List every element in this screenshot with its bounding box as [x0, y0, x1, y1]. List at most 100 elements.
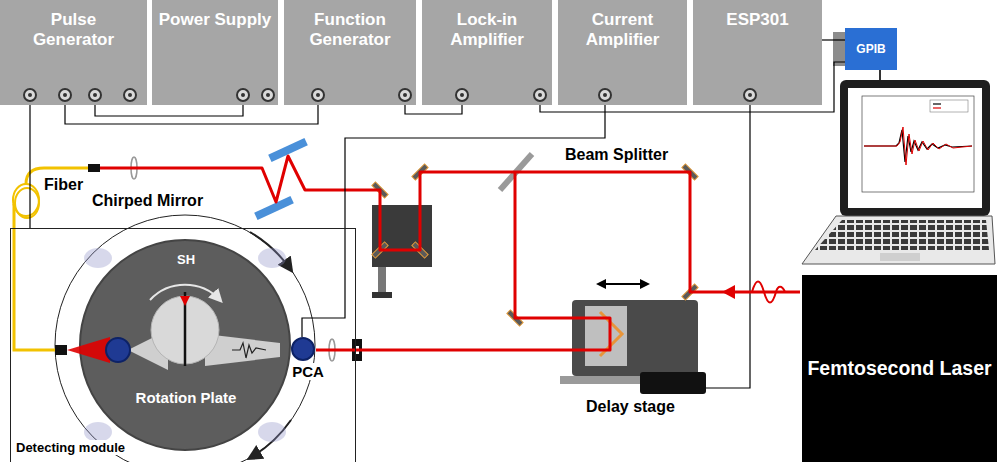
emitter-part — [106, 338, 130, 362]
delay-stage-part — [560, 376, 645, 384]
bnc-jack — [312, 89, 324, 101]
laptop-part — [933, 107, 941, 108]
motor-cable — [706, 105, 750, 388]
instrument-name: Function Generator — [294, 10, 406, 50]
rotation-plate-part — [84, 422, 112, 442]
part-label: Beam Splitter — [565, 146, 668, 164]
bnc-jack — [89, 89, 101, 101]
module-name: Detecting module — [14, 440, 127, 455]
laptop-part — [840, 80, 990, 216]
bnc-pin — [266, 93, 270, 97]
part-label: Chirped Mirror — [92, 192, 203, 210]
laptop-part — [880, 253, 920, 261]
laptop-part — [815, 220, 989, 250]
bnc-jack — [399, 89, 411, 101]
rotation-plate-part — [250, 232, 291, 270]
laser-box: Femtosecond Laser — [802, 275, 997, 462]
detector-name: PCA — [290, 363, 326, 380]
periscope-part — [378, 267, 386, 295]
periscope-part — [372, 292, 392, 298]
laser-beam-part — [752, 282, 785, 303]
fiber-part — [14, 204, 55, 350]
laptop-part — [864, 127, 972, 165]
rotation-plate-part — [258, 422, 286, 442]
bnc-pin — [460, 93, 464, 97]
delay-stage-part — [640, 372, 706, 394]
delay-stage-part — [604, 283, 642, 285]
pca-detector: PCA — [283, 337, 333, 387]
signal-cable — [822, 39, 845, 40]
delay-stage-part — [572, 300, 698, 376]
fiber — [13, 164, 100, 355]
bnc-jack — [59, 89, 71, 101]
bnc-pin — [403, 93, 407, 97]
signal-cable — [95, 105, 243, 116]
rotation-plate-part — [232, 343, 266, 358]
bnc-jack — [124, 89, 136, 101]
bnc-pin — [538, 93, 542, 97]
instrument-box: ESP301 — [693, 0, 822, 105]
rotation-plate-part — [258, 248, 286, 268]
rotation-plate-part — [250, 420, 291, 458]
rotation-plate-part — [55, 215, 315, 462]
part-label: Fiber — [44, 176, 83, 194]
bnc-pin — [28, 93, 32, 97]
instrument-name: Pulse Generator — [18, 10, 130, 50]
fiber-part — [88, 164, 100, 172]
rotation-plate-part — [180, 296, 190, 306]
delay-stage-part — [596, 279, 606, 289]
signal-cable — [29, 105, 30, 228]
laptop-part — [862, 96, 974, 192]
emitter-part — [67, 337, 110, 363]
signal-cable — [302, 105, 605, 337]
part-label: Delay stage — [586, 398, 675, 416]
laser-beam-part — [100, 156, 800, 292]
rotation-plate-part — [84, 248, 112, 268]
rotation-plate: Rotation Plate — [81, 241, 291, 451]
laser-beam — [100, 156, 800, 350]
laser-beam-part — [316, 172, 610, 350]
bnc-jack — [534, 89, 546, 101]
bnc-pin — [128, 93, 132, 97]
bnc-pin — [748, 93, 752, 97]
laser-name: Femtosecond Laser — [807, 357, 991, 380]
laptop-part — [933, 103, 941, 104]
laptop-part — [802, 216, 995, 264]
delay-stage-part — [640, 279, 650, 289]
bnc-pin — [241, 93, 245, 97]
instrument-box: Pulse Generator — [0, 0, 147, 105]
bnc-jack — [599, 89, 611, 101]
delay-stage — [560, 279, 706, 394]
part-label: SH — [177, 252, 195, 267]
instrument-name: Current Amplifier — [567, 10, 679, 50]
rotation-plate-part — [80, 240, 290, 450]
motor-cable-part — [706, 105, 750, 388]
bnc-jack — [456, 89, 468, 101]
instrument-box: Function Generator — [284, 0, 416, 105]
bnc-jack — [24, 89, 36, 101]
instrument-box: Power Supply — [152, 0, 278, 105]
laser-beam-part — [722, 285, 735, 299]
laptop-part — [930, 100, 968, 112]
bnc-jack — [262, 89, 274, 101]
instrument-box: Current Amplifier — [558, 0, 687, 105]
laptop-part — [848, 88, 982, 208]
plate-name: Rotation Plate — [136, 389, 237, 406]
signal-cable — [405, 105, 462, 114]
bnc-jack — [744, 89, 756, 101]
bnc-pin — [93, 93, 97, 97]
instrument-name: Power Supply — [159, 10, 271, 30]
bnc-pin — [603, 93, 607, 97]
emitter — [67, 337, 130, 363]
instrument-name: ESP301 — [726, 10, 788, 30]
fiber-part — [15, 188, 39, 218]
fiber-part — [55, 345, 67, 355]
instrument-name: Lock-in Amplifier — [431, 10, 543, 50]
laptop — [802, 70, 995, 264]
bnc-pin — [316, 93, 320, 97]
bnc-jack — [237, 89, 249, 101]
signal-cable — [65, 105, 318, 124]
bnc-pin — [63, 93, 67, 97]
